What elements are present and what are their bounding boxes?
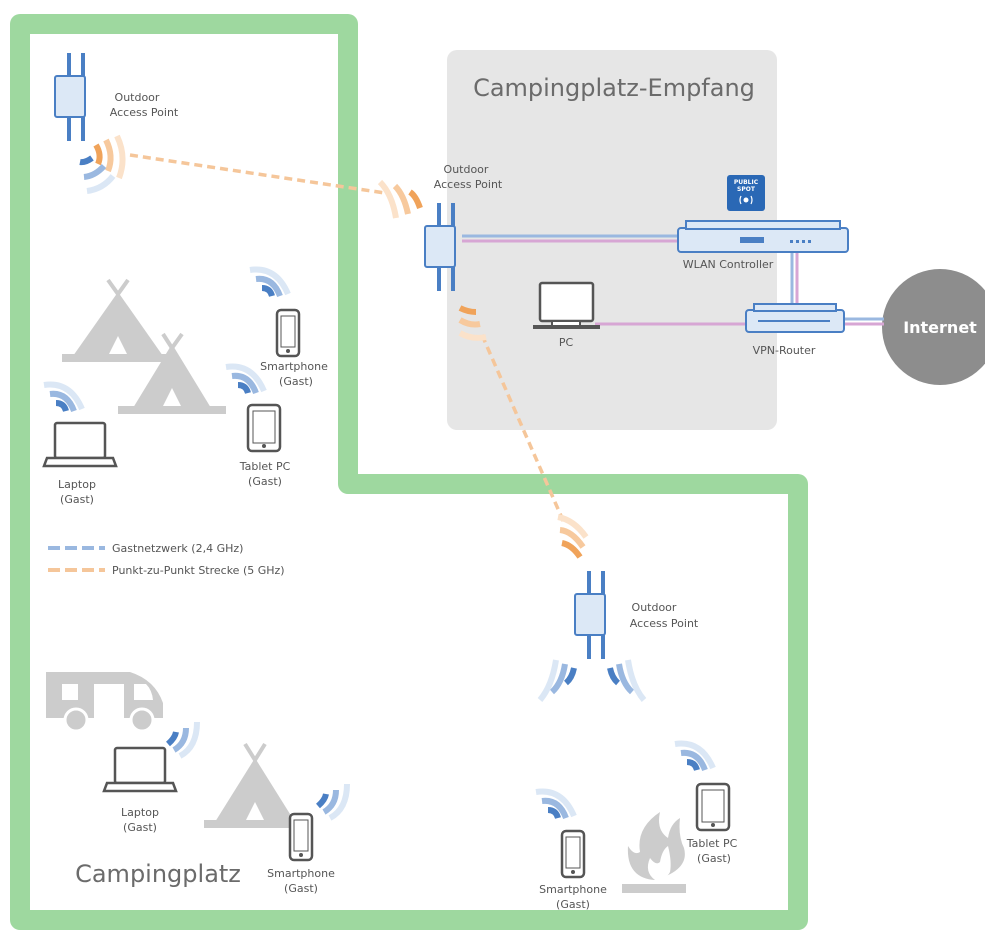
- tablet-1-label-1: Tablet PC: [239, 460, 291, 473]
- smartphone-3-label-2: (Gast): [556, 898, 590, 911]
- laptop-2-label-2: (Gast): [123, 821, 157, 834]
- smartphone-1-label-2: (Gast): [279, 375, 313, 388]
- smartphone-1-label-1: Smartphone: [260, 360, 328, 373]
- laptop-2-label-1: Laptop: [121, 806, 159, 819]
- camper-icon: [46, 672, 163, 733]
- wifi-signal-icon: [674, 740, 716, 772]
- laptop-1-label-2: (Gast): [60, 493, 94, 506]
- access-point-bottom[interactable]: Outdoor Access Point: [574, 570, 699, 660]
- wifi-signal-icon: [225, 363, 267, 395]
- wifi-signal-icon: [537, 514, 647, 702]
- legend-guest-label: Gastnetzwerk (2,4 GHz): [112, 542, 243, 555]
- laptop-2[interactable]: Laptop (Gast): [102, 746, 178, 834]
- tablet-2[interactable]: Tablet PC (Gast): [686, 782, 738, 865]
- public-spot-line-1: PUBLIC: [734, 179, 759, 186]
- smartphone-3[interactable]: Smartphone (Gast): [539, 829, 607, 911]
- access-point-top-left[interactable]: Outdoor Access Point: [54, 52, 179, 142]
- ap-reception-label-1: Outdoor: [444, 163, 489, 176]
- public-spot-badge: PUBLIC SPOT: [727, 175, 765, 211]
- tent-icon: [118, 332, 226, 414]
- tent-icon: [62, 278, 172, 362]
- cables: [462, 234, 884, 326]
- vpn-router[interactable]: VPN-Router: [745, 303, 845, 357]
- reception-title: Campingplatz-Empfang: [473, 74, 755, 102]
- public-spot-line-2: SPOT: [737, 186, 756, 193]
- legend: Gastnetzwerk (2,4 GHz) Punkt-zu-Punkt St…: [48, 542, 285, 577]
- ap-reception-label-2: Access Point: [434, 178, 503, 191]
- wifi-signal-icon: [377, 179, 487, 341]
- wifi-signal-icon: [79, 134, 126, 194]
- smartphone-2-label-1: Smartphone: [267, 867, 335, 880]
- vpn-router-label: VPN-Router: [753, 344, 816, 357]
- tent-icon: [204, 742, 309, 828]
- internet-label: Internet: [903, 318, 977, 337]
- campsite-title: Campingplatz: [75, 860, 241, 888]
- wlan-controller[interactable]: WLAN Controller: [677, 220, 849, 271]
- smartphone-2[interactable]: Smartphone (Gast): [267, 812, 335, 895]
- access-point-reception[interactable]: Outdoor Access Point: [424, 163, 503, 292]
- wifi-signal-icon: [315, 783, 350, 821]
- campfire-icon: [622, 812, 686, 893]
- laptop-1[interactable]: Laptop (Gast): [42, 421, 118, 506]
- ap-top-left-label-1: Outdoor: [115, 91, 160, 104]
- ap-bottom-label-1: Outdoor: [632, 601, 677, 614]
- tablet-1[interactable]: Tablet PC (Gast): [239, 403, 291, 488]
- p2p-links: [129, 153, 567, 526]
- wifi-signal-icon: [249, 266, 291, 298]
- wlan-controller-label: WLAN Controller: [683, 258, 774, 271]
- tablet-2-label-2: (Gast): [697, 852, 731, 865]
- wifi-signal-icon: [43, 381, 85, 413]
- wifi-signal-icon: [165, 721, 200, 759]
- smartphone-2-label-2: (Gast): [284, 882, 318, 895]
- smartphone-3-label-1: Smartphone: [539, 883, 607, 896]
- campsite-area: [10, 14, 808, 930]
- wifi-signal-icon: [535, 788, 577, 820]
- internet-cloud: [882, 269, 985, 385]
- ap-top-left-label-2: Access Point: [110, 106, 179, 119]
- tablet-1-label-2: (Gast): [248, 475, 282, 488]
- pc[interactable]: PC: [533, 281, 600, 349]
- pc-label: PC: [559, 336, 574, 349]
- smartphone-1[interactable]: Smartphone (Gast): [260, 308, 328, 388]
- ap-bottom-label-2: Access Point: [630, 617, 699, 630]
- legend-p2p-label: Punkt-zu-Punkt Strecke (5 GHz): [112, 564, 285, 577]
- laptop-1-label-1: Laptop: [58, 478, 96, 491]
- tablet-2-label-1: Tablet PC: [686, 837, 738, 850]
